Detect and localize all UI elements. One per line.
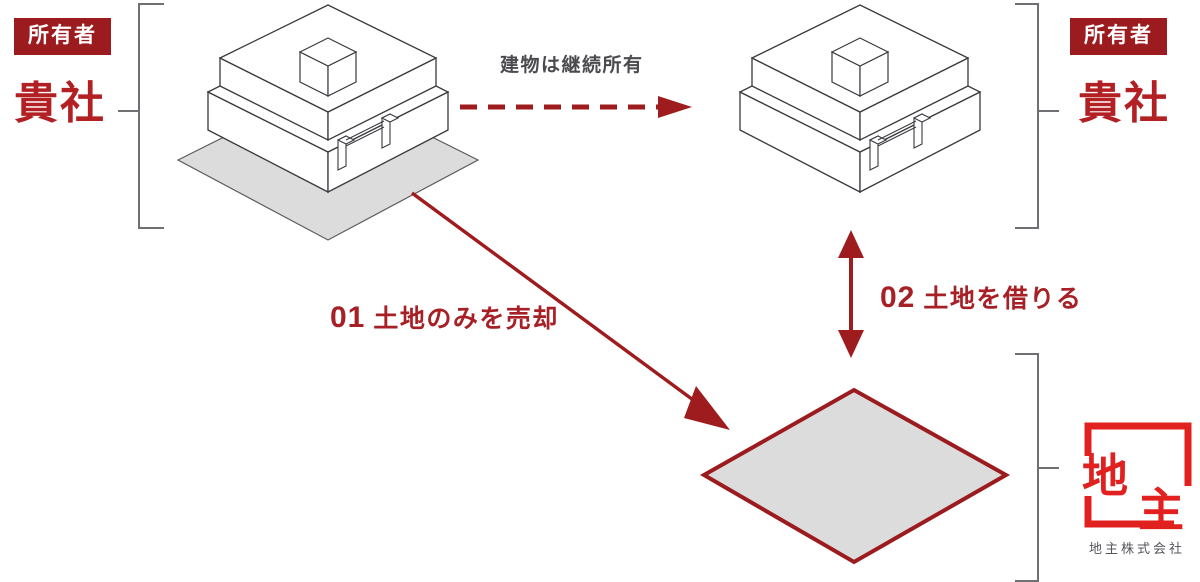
building-retained-arrow xyxy=(460,95,700,119)
left-owner-name: 貴社 xyxy=(14,79,106,128)
right-building-body xyxy=(738,4,982,194)
landowner-bracket xyxy=(1015,353,1039,582)
logo-glyph-nushi: 主 xyxy=(1138,483,1184,537)
step-02-number: 02 xyxy=(880,281,916,314)
landowner-logo-mark: 地 主 xyxy=(1078,422,1198,537)
right-building-illustration xyxy=(730,2,1020,217)
step-02-arrow xyxy=(834,228,868,360)
logo-glyph-chi: 地 xyxy=(1082,449,1128,503)
right-owner-badge: 所有者 xyxy=(1070,18,1167,55)
right-rooftop-box xyxy=(830,37,890,97)
right-owner-name: 貴社 xyxy=(1078,79,1170,128)
step-01-arrow xyxy=(400,180,745,435)
step-02-text: 土地を借りる xyxy=(923,285,1083,313)
left-owner-badge-label: 所有者 xyxy=(14,18,111,55)
landowner-logo: 地 主 地主株式会社 xyxy=(1078,420,1198,557)
left-party-bracket xyxy=(138,3,164,229)
right-party-bracket xyxy=(1015,3,1039,229)
landowner-bracket-tick xyxy=(1037,467,1059,469)
right-building-entrance xyxy=(868,113,932,171)
left-building-illustration xyxy=(160,0,490,250)
landowner-caption: 地主株式会社 xyxy=(1088,541,1185,556)
left-party-bracket-tick xyxy=(118,110,140,112)
left-rooftop-box xyxy=(298,37,358,97)
building-retained-label: 建物は継続所有 xyxy=(500,55,644,76)
land-parcel-illustration xyxy=(690,380,1020,570)
left-building-entrance xyxy=(336,113,400,171)
land-parcel-shape xyxy=(699,387,1011,565)
right-owner-badge-label: 所有者 xyxy=(1070,18,1167,55)
step-01-text: 土地のみを売却 xyxy=(373,305,559,333)
left-owner-badge: 所有者 xyxy=(14,18,111,55)
right-party-bracket-tick xyxy=(1037,110,1059,112)
step-01-number: 01 xyxy=(330,301,366,334)
